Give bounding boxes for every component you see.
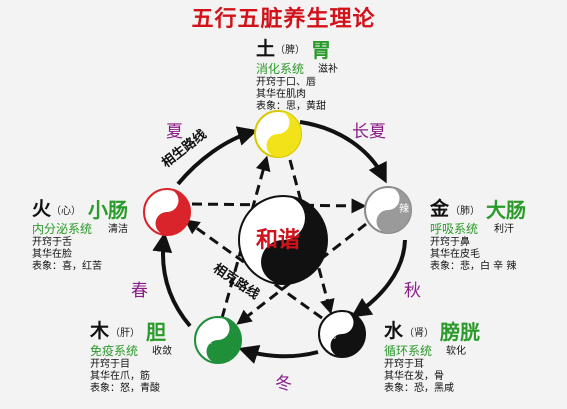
metal-circle-char: 辣 [399,204,409,215]
yinyang-fire [143,188,191,236]
wood-zang: （肝） [110,328,140,339]
water-system-note: 软化 [446,346,466,357]
dash-metal-to-wood [236,222,367,325]
yinyang-water [318,310,366,358]
page-title: 五行五脏养生理论 [191,7,376,32]
dash-earth-to-water [288,159,335,315]
wood-line-3: 表象：怒，青酸 [90,383,160,394]
metal-fu-organ: 大肠 [486,198,526,222]
earth-line-3: 表象：思，黄甜 [256,101,326,112]
earth-line-2: 其华在肌肉 [256,89,306,100]
earth-zang: （脾） [275,45,305,56]
metal-system: 呼吸系统 [430,222,479,236]
water-element: 水 [384,320,404,342]
wood-system: 免疫系统 [90,344,139,358]
earth-fu-organ: 胃 [311,38,331,62]
fire-line-3: 表象：喜，红苦 [32,261,102,272]
arrow-metal-to-water [351,239,407,318]
fire-element: 火 [32,198,52,220]
water-circle-char: 咸 [326,330,336,341]
earth-line-1: 开窍于口、唇 [256,77,316,88]
metal-line-3: 表象：悲，白 辛 辣 [430,261,517,272]
center-label: 和谐 [256,228,301,253]
metal-system-note: 利汗 [494,224,514,235]
arrow-fire-to-earth [176,126,258,186]
season-summer: 夏 [166,122,183,142]
wood-line-1: 开窍于目 [90,359,130,370]
wood-system-note: 收敛 [152,346,172,357]
arrow-water-to-wood [238,344,319,364]
fire-line-1: 开窍于舌 [32,237,72,248]
fire-zang: （心） [51,206,81,217]
season-autumn: 秋 [404,281,421,301]
season-winter: 冬 [275,374,292,394]
water-system: 循环系统 [384,344,433,358]
fire-system: 内分泌系统 [32,222,93,236]
season-late-summer: 长夏 [352,122,386,142]
metal-line-2: 其华在皮毛 [430,249,480,260]
earth-system: 消化系统 [256,62,305,76]
arrow-wood-to-fire [152,232,192,328]
wood-line-2: 其华在爪，筋 [90,371,150,382]
water-line-2: 其华在发，骨 [384,371,444,382]
wood-fu-organ: 胆 [146,320,166,344]
earth-element: 土 [256,38,276,60]
water-zang: （肾） [404,328,434,339]
wood-circle-char: 酸 [202,335,212,346]
earth-system-note: 滋补 [318,64,338,75]
metal-zang: （肺） [450,206,480,217]
yinyang-metal [364,186,412,234]
fire-fu-organ: 小肠 [88,198,128,222]
fire-line-2: 其华在脸 [32,249,72,260]
yinyang-center [238,195,328,285]
wood-element: 木 [90,320,110,342]
water-line-3: 表象：恐，黑咸 [384,383,454,394]
yinyang-earth [254,110,302,158]
yinyang-wood [194,316,242,364]
season-spring: 春 [131,281,148,301]
metal-element: 金 [430,198,450,220]
fire-system-note: 清洁 [108,224,128,235]
water-fu-organ: 膀胱 [440,320,480,344]
arrow-earth-to-metal [299,120,387,184]
water-line-1: 开窍于耳 [384,359,424,370]
metal-line-1: 开窍于鼻 [430,237,470,248]
fire-circle-char: 苦 [149,205,159,216]
